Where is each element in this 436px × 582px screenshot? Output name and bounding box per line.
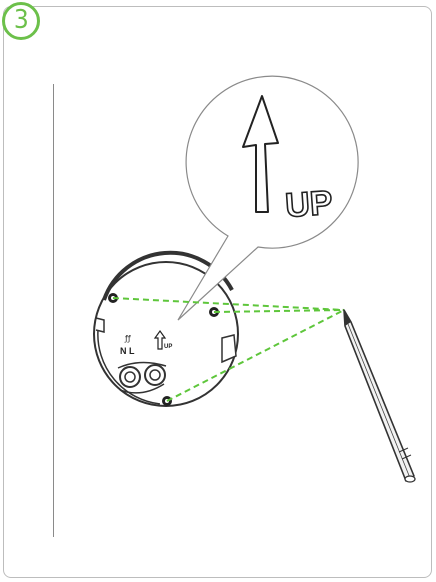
plate-direction-label: UP: [164, 344, 172, 350]
plate-tab: [221, 334, 237, 364]
step-panel: [3, 6, 432, 578]
svg-text:ƒƒ: ƒƒ: [124, 334, 131, 343]
step-number: 3: [13, 5, 29, 35]
wire-terminals: [117, 361, 167, 394]
wall-edge-line: [53, 84, 54, 537]
step-number-badge: 3: [2, 2, 40, 40]
alignment-guide-lines: [112, 297, 345, 402]
pencil-icon: [343, 309, 416, 483]
plate-up-arrow-icon: [153, 329, 167, 350]
up-arrow-icon: [242, 95, 279, 213]
terminal-label-group: N L ƒƒ: [120, 334, 135, 356]
terminal-label: N L: [120, 346, 135, 356]
callout-up-label: UP: [284, 184, 334, 225]
